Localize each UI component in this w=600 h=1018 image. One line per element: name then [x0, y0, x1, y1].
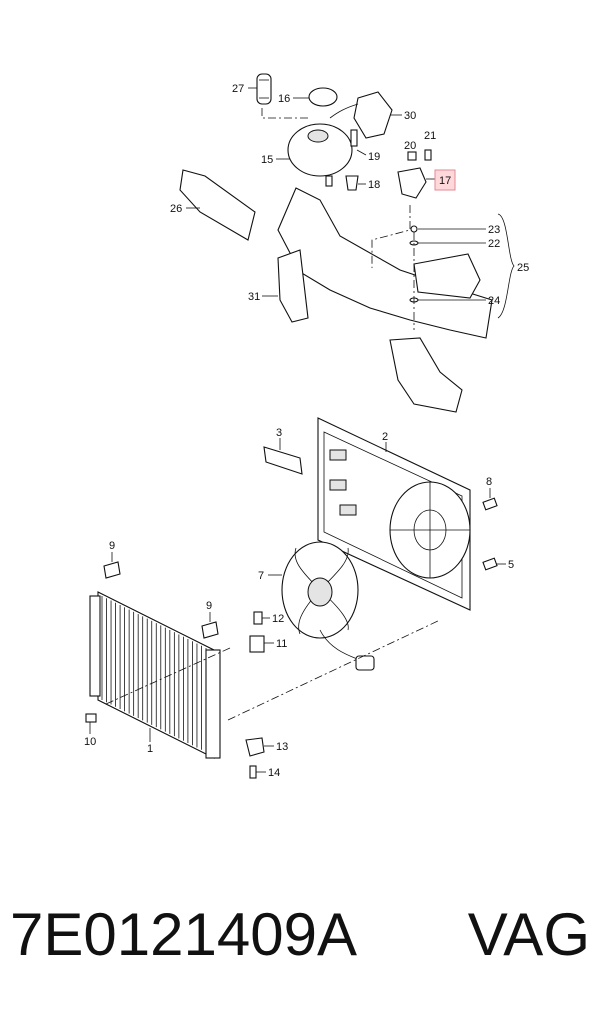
- callout-8: 8: [486, 476, 492, 488]
- callout-16: 16: [278, 93, 290, 105]
- callout-10: 10: [84, 736, 96, 748]
- callout-11: 11: [276, 638, 287, 650]
- expansion-tank-group: [248, 73, 456, 199]
- callout-3: 3: [276, 427, 282, 439]
- callout-19: 19: [368, 151, 380, 163]
- air-guide-group: [409, 213, 515, 330]
- callout-23: 23: [488, 224, 500, 236]
- callout-24: 24: [488, 295, 500, 307]
- callout-5: 5: [508, 559, 514, 571]
- callout-21: 21: [424, 130, 436, 142]
- highlight-17-box: [434, 169, 456, 191]
- callout-9-mid: 9: [206, 600, 212, 612]
- callout-1: 1: [147, 743, 153, 755]
- part-number: 7E0121409A: [10, 901, 357, 968]
- caption: 7E0121409A VAG: [10, 895, 590, 975]
- callout-30: 30: [404, 110, 416, 122]
- seal-strip: [263, 446, 303, 475]
- radiator: [89, 591, 441, 759]
- callout-2: 2: [382, 431, 388, 443]
- callout-20: 20: [404, 140, 416, 152]
- callout-12: 12: [272, 613, 284, 625]
- exploded-parts-diagram: 27 16 30 21 20 15 19 18 17 26 23 22 25 2…: [84, 73, 529, 779]
- callout-14: 14: [268, 767, 280, 779]
- callout-17: 17: [439, 175, 451, 187]
- air-guide-strip: [179, 169, 256, 241]
- callout-25: 25: [517, 262, 529, 274]
- callout-13: 13: [276, 741, 288, 753]
- lock-carrier: [262, 187, 493, 413]
- callout-7: 7: [258, 570, 264, 582]
- callout-26: 26: [170, 203, 182, 215]
- radiator-fan: [268, 541, 375, 671]
- callout-18: 18: [368, 179, 380, 191]
- callout-9-top: 9: [109, 540, 115, 552]
- callout-22: 22: [488, 238, 500, 250]
- fan-shroud: [317, 417, 471, 611]
- brand-name: VAG: [467, 901, 590, 968]
- callout-27: 27: [232, 83, 244, 95]
- callout-15: 15: [261, 154, 273, 166]
- callout-31: 31: [248, 291, 260, 303]
- callout-labels: 27 16 30 21 20 15 19 18 17 26 23 22 25 2…: [84, 83, 529, 779]
